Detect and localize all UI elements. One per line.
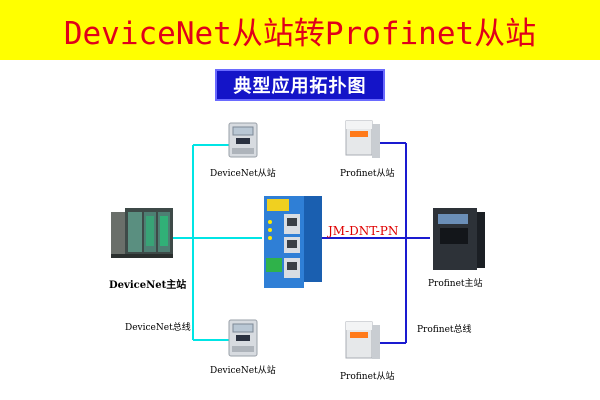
profinet-slave-top-label: Profinet从站 <box>340 169 395 179</box>
header-banner: DeviceNet从站转Profinet从站 <box>0 0 600 60</box>
frequency-inverter-icon <box>433 208 485 270</box>
page-title: DeviceNet从站转Profinet从站 <box>63 15 537 52</box>
devicenet-slave-top-label: DeviceNet从站 <box>210 169 276 179</box>
profinet-wiring <box>322 142 430 344</box>
gateway-model-label: JM-DNT-PN <box>328 224 399 238</box>
drive-icon <box>345 321 380 359</box>
gateway-icon <box>264 196 322 288</box>
profinet-bus-label: Profinet总线 <box>417 325 472 335</box>
energy-meter-icon <box>228 319 258 357</box>
energy-meter-icon <box>228 122 258 158</box>
subtitle-box: 典型应用拓扑图 <box>215 69 385 101</box>
plc-icon <box>111 208 173 258</box>
profinet-slave-bottom-label: Profinet从站 <box>340 372 395 382</box>
devicenet-wiring <box>170 144 262 341</box>
devicenet-slave-bottom-label: DeviceNet从站 <box>210 366 276 376</box>
devicenet-master-label: DeviceNet主站 <box>109 280 187 291</box>
profinet-master-label: Profinet主站 <box>428 279 483 289</box>
subtitle-label: 典型应用拓扑图 <box>233 76 367 97</box>
drive-icon <box>345 120 380 158</box>
devicenet-bus-label: DeviceNet总线 <box>125 323 191 333</box>
